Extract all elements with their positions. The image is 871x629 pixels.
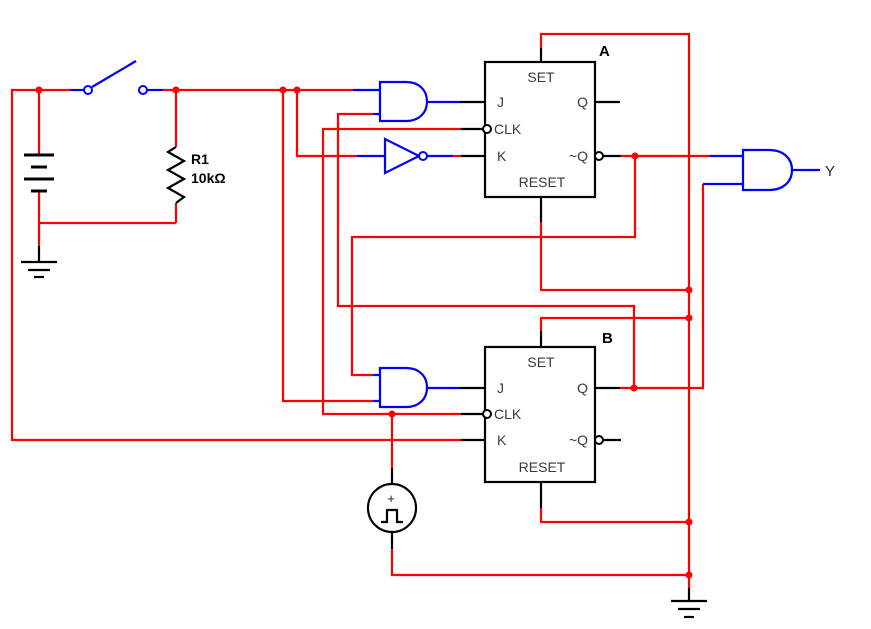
not-gate[interactable]: [357, 137, 453, 175]
output-label: Y: [825, 163, 835, 180]
ff-a-set-label: SET: [527, 69, 555, 85]
clock-body-icon[interactable]: [366, 482, 418, 534]
wire-rail-to-not: [295, 90, 357, 158]
switch-blade[interactable]: [91, 60, 137, 88]
junction-dot: [388, 410, 396, 418]
clock-polarity-label: +: [387, 491, 395, 506]
ff-a-k-label: K: [497, 148, 507, 164]
wire-resetA: [539, 222, 689, 292]
ff-a-clk-label: CLK: [494, 121, 522, 137]
wire-qb-feedback-to-andA: [336, 112, 636, 388]
junction-dot: [685, 518, 693, 526]
not-gate-triangle-icon[interactable]: [383, 137, 422, 175]
junction-dot: [685, 571, 693, 579]
wire-qbarA-feedback-to-andB: [350, 156, 637, 377]
output-and-gate[interactable]: Y: [703, 148, 835, 192]
wire-qB-to-outgate: [620, 184, 705, 390]
resistor-zigzag-icon[interactable]: [165, 146, 187, 204]
battery[interactable]: [24, 153, 54, 193]
wire-resetB: [539, 508, 689, 524]
not-gate-bubble-icon[interactable]: [418, 151, 428, 161]
ff-a-reset-label: RESET: [519, 174, 566, 190]
ff-b-set-label: SET: [527, 354, 555, 370]
ff-a-clk-bubble-icon: [482, 124, 492, 134]
ff-b-reset-label: RESET: [519, 459, 566, 475]
wire-clock-bottom: [390, 549, 689, 577]
and-gate-b[interactable]: [373, 366, 460, 409]
junction-dot: [685, 286, 693, 294]
ff-b-body[interactable]: [483, 345, 597, 484]
ff-b-k-label: K: [497, 432, 507, 448]
ff-b-q-label: Q: [577, 380, 588, 396]
junction-dots: [35, 86, 693, 579]
junction-dot: [279, 86, 287, 94]
junction-dot: [630, 384, 638, 392]
junction-dot: [35, 86, 43, 94]
switch-terminal-icon[interactable]: [83, 85, 93, 95]
and-gate-icon[interactable]: [378, 80, 429, 123]
ff-b-qbar-bubble-icon: [594, 435, 604, 445]
ff-b-j-label: J: [497, 380, 504, 396]
ff-b-designator: B: [602, 330, 613, 347]
junction-dot: [685, 314, 693, 322]
and-gate-icon[interactable]: [741, 148, 794, 192]
resistor-r1[interactable]: R1 10kΩ: [165, 146, 226, 204]
ff-a-q-label: Q: [577, 94, 588, 110]
ground-right[interactable]: [671, 588, 707, 619]
ff-a-body[interactable]: [483, 60, 597, 199]
ff-a-j-label: J: [497, 94, 504, 110]
clock-squarewave-icon: [381, 508, 403, 524]
ff-a-qbar-bubble-icon: [594, 151, 604, 161]
junction-dot: [172, 86, 180, 94]
ff-b-clk-bubble-icon: [482, 409, 492, 419]
ground-left[interactable]: [21, 246, 57, 279]
ff-a-designator: A: [599, 43, 610, 60]
wire-setB: [539, 316, 689, 331]
wire-rail-to-andB: [281, 90, 373, 403]
ff-b-clk-label: CLK: [494, 406, 522, 422]
flipflop-b[interactable]: SET J CLK K Q ~Q RESET B: [460, 330, 621, 508]
junction-dot: [293, 86, 301, 94]
clock-source[interactable]: +: [366, 468, 418, 549]
and-gate-icon[interactable]: [378, 366, 429, 409]
switch-terminal-icon[interactable]: [138, 85, 148, 95]
flipflop-a[interactable]: SET J CLK K Q ~Q RESET A: [460, 43, 621, 222]
switch[interactable]: [70, 60, 163, 95]
resistor-ref-label: R1: [191, 151, 209, 167]
ff-b-qbar-label: ~Q: [569, 432, 588, 448]
resistor-value-label: 10kΩ: [191, 170, 226, 186]
wires: [10, 32, 710, 588]
wire-setA-to-ground: [539, 32, 691, 588]
ff-a-qbar-label: ~Q: [569, 148, 588, 164]
and-gate-a[interactable]: [353, 80, 460, 123]
junction-dot: [631, 152, 639, 160]
